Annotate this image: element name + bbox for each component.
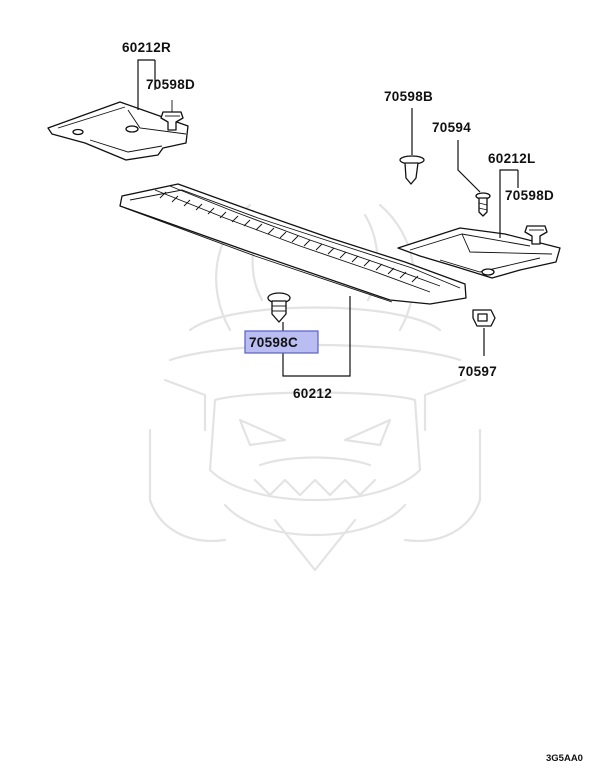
clip-70598D-right[interactable] [160, 100, 184, 131]
label-60212L: 60212L [488, 151, 536, 166]
label-70597: 70597 [458, 364, 497, 379]
nut-70597[interactable] [472, 309, 496, 356]
label-70598B: 70598B [384, 89, 433, 104]
label-70598D-left: 70598D [505, 188, 554, 203]
clip-70598B[interactable] [399, 108, 425, 185]
leader-60212R [137, 59, 155, 110]
label-70598C[interactable]: 70598C [249, 335, 298, 350]
label-70594: 70594 [432, 120, 471, 135]
highlight-box-70598C [244, 330, 319, 354]
cowl-ribs [159, 191, 419, 283]
leader-60212L [499, 169, 518, 238]
footer-code: 3G5AA0 [546, 753, 583, 764]
label-60212R: 60212R [122, 40, 171, 55]
label-70598D-right: 70598D [146, 77, 195, 92]
screw-70594[interactable] [457, 140, 491, 217]
clip-70598D-left[interactable] [524, 225, 548, 245]
part-60212R-panel[interactable] [47, 101, 189, 161]
label-60212: 60212 [293, 386, 332, 401]
part-60212L-panel[interactable] [397, 227, 561, 279]
clip-70598C[interactable] [267, 292, 291, 323]
part-60212-cowl-panel[interactable] [119, 183, 467, 305]
